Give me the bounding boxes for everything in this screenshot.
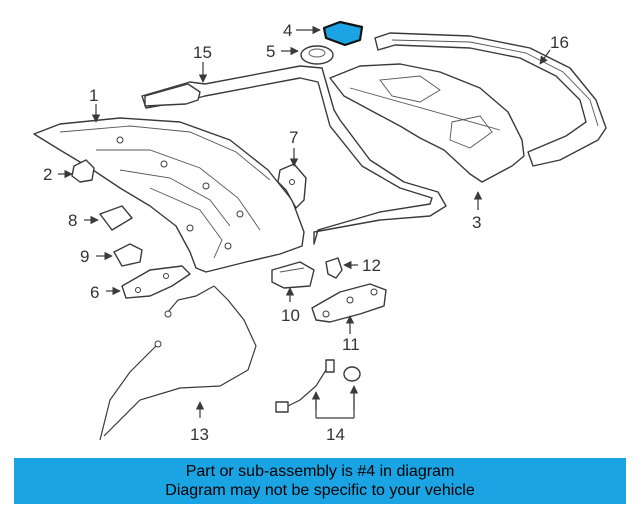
callout-10: 10 [281,306,300,325]
callout-labels: 1 2 3 4 5 6 7 8 9 10 11 12 13 14 15 16 [43,21,569,444]
part-13-cable[interactable] [99,285,257,441]
part-11-latch[interactable] [311,283,387,323]
parts-diagram: 1 2 3 4 5 6 7 8 9 10 11 12 13 14 15 16 [33,20,607,444]
callout-5: 5 [266,42,275,61]
banner-line-1: Part or sub-assembly is #4 in diagram [185,463,455,480]
part-4-pad[interactable] [322,20,364,47]
part-8-pad[interactable] [99,205,133,231]
part-10-striker[interactable] [271,261,315,289]
part-7-bracket[interactable] [277,163,307,209]
callout-6: 6 [90,283,99,302]
banner-line-2: Diagram may not be specific to your vehi… [165,482,475,499]
part-1-trunk-lid[interactable] [33,117,305,273]
part-12-clip[interactable] [325,257,343,279]
part-14-switch[interactable] [275,359,361,413]
callout-14: 14 [326,425,345,444]
callout-3: 3 [472,213,481,232]
callout-4: 4 [283,21,292,40]
callout-12: 12 [362,256,381,275]
part-15-seal[interactable] [141,65,447,245]
part-6-hinge[interactable] [121,265,191,299]
callout-11: 11 [342,335,360,354]
callout-1: 1 [89,86,98,105]
callout-7: 7 [289,128,298,147]
callout-8: 8 [68,211,77,230]
callout-2: 2 [43,165,52,184]
callout-16: 16 [550,33,569,52]
callout-9: 9 [80,247,89,266]
info-banner: Part or sub-assembly is #4 in diagram Di… [14,458,626,504]
part-9-pad[interactable] [113,243,143,267]
part-3-inner-panel[interactable] [329,63,525,183]
part-5-bumper[interactable] [300,45,334,65]
callout-13: 13 [190,425,209,444]
callout-15: 15 [193,43,212,62]
